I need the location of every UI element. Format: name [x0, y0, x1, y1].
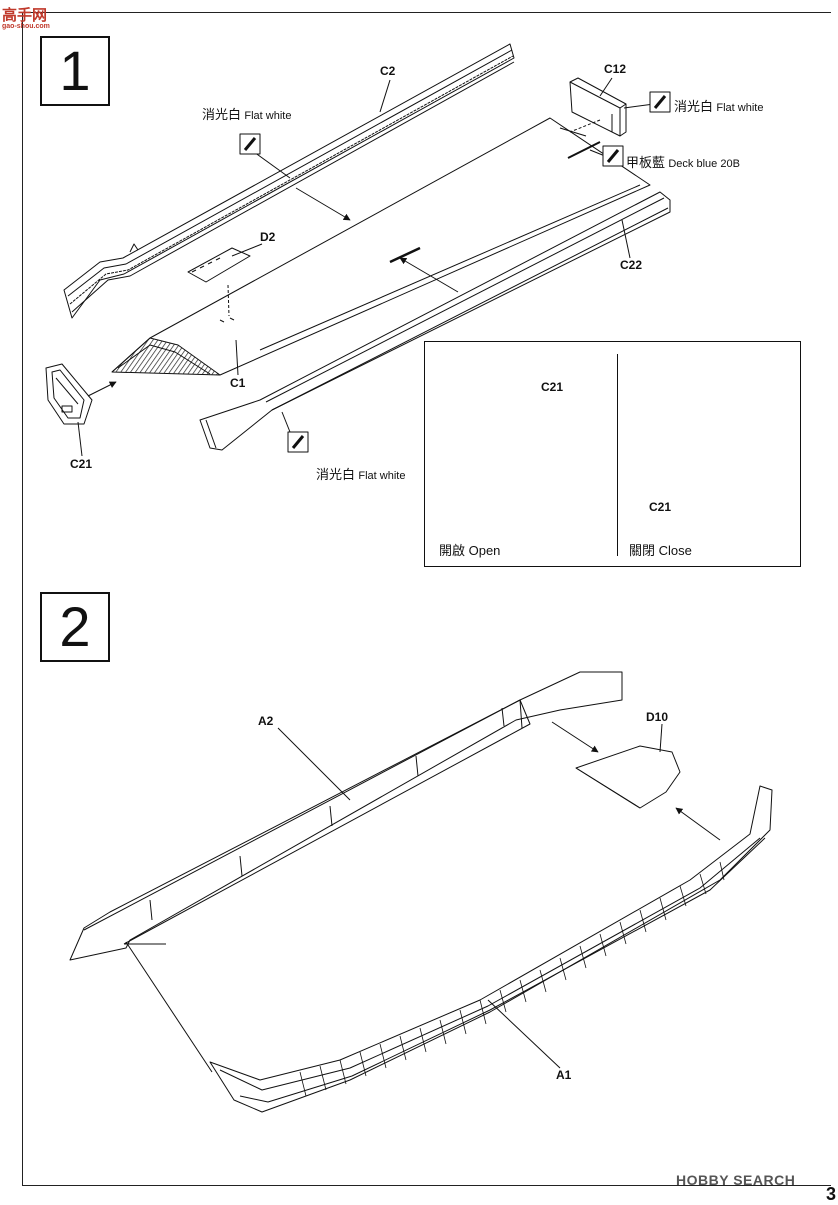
page-number: 3	[826, 1184, 837, 1204]
part-d10	[575, 745, 681, 809]
part-label-d2: D2	[260, 230, 276, 244]
inset-divider	[617, 354, 618, 556]
step-number: 2	[59, 595, 91, 658]
paint-callout-deck-blue: 甲板藍 Deck blue 20B	[626, 152, 740, 171]
watermark-logo: 高手网 gao-shou.com	[2, 4, 50, 30]
paint-callout-flat-white: 消光白 Flat white	[674, 96, 763, 115]
part-hull-floor	[124, 941, 213, 1073]
watermark-hobby-search: HOBBY SEARCH	[676, 1172, 796, 1188]
paint-name-en: Flat white	[244, 110, 292, 122]
part-c2-rail	[63, 43, 515, 319]
paint-name-cn: 消光白	[202, 107, 242, 122]
paint-brush-icon	[649, 91, 671, 113]
part-d2	[187, 247, 251, 317]
part-c1-deck	[111, 117, 651, 376]
part-c12	[569, 77, 627, 137]
paint-brush-icon	[239, 133, 261, 155]
paint-name-cn: 消光白	[316, 467, 356, 482]
part-label-c21: C21	[70, 457, 93, 471]
step-number: 1	[59, 39, 91, 102]
part-a1-hull-right	[209, 785, 773, 1113]
paint-name-cn: 甲板藍	[626, 155, 666, 170]
part-label-c21-open: C21	[541, 380, 564, 394]
watermark-brand: 高手网	[2, 7, 48, 24]
paint-name-cn: 消光白	[674, 99, 714, 114]
watermark-domain: gao-shou.com	[2, 23, 50, 30]
paint-name-en: Deck blue 20B	[668, 158, 740, 170]
close-label: 關閉 Close	[629, 543, 692, 558]
open-close-inset: C21 C21 開啟 Open 關閉 Close	[424, 341, 801, 567]
part-label-c1: C1	[230, 376, 246, 390]
part-a2-hull-left	[69, 671, 623, 961]
part-label-c22: C22	[620, 258, 643, 272]
paint-brush-icon	[602, 145, 624, 167]
paint-callout-flat-white: 消光白 Flat white	[316, 464, 405, 483]
paint-brush-icon	[287, 431, 309, 453]
paint-name-en: Flat white	[716, 102, 764, 114]
part-label-a1: A1	[556, 1068, 572, 1082]
part-label-c12: C12	[604, 62, 627, 76]
part-label-d10: D10	[646, 710, 669, 724]
part-label-c2: C2	[380, 64, 396, 78]
page-frame	[22, 12, 831, 1186]
part-c21-left	[45, 363, 93, 425]
step-number-box: 1	[40, 36, 110, 106]
part-label-c21-closed: C21	[649, 500, 672, 514]
part-label-a2: A2	[258, 714, 274, 728]
step-number-box: 2	[40, 592, 110, 662]
paint-name-en: Flat white	[358, 470, 406, 482]
part-c22-rail	[199, 191, 671, 451]
open-label: 開啟 Open	[439, 543, 501, 558]
paint-callout-flat-white: 消光白 Flat white	[202, 104, 291, 123]
